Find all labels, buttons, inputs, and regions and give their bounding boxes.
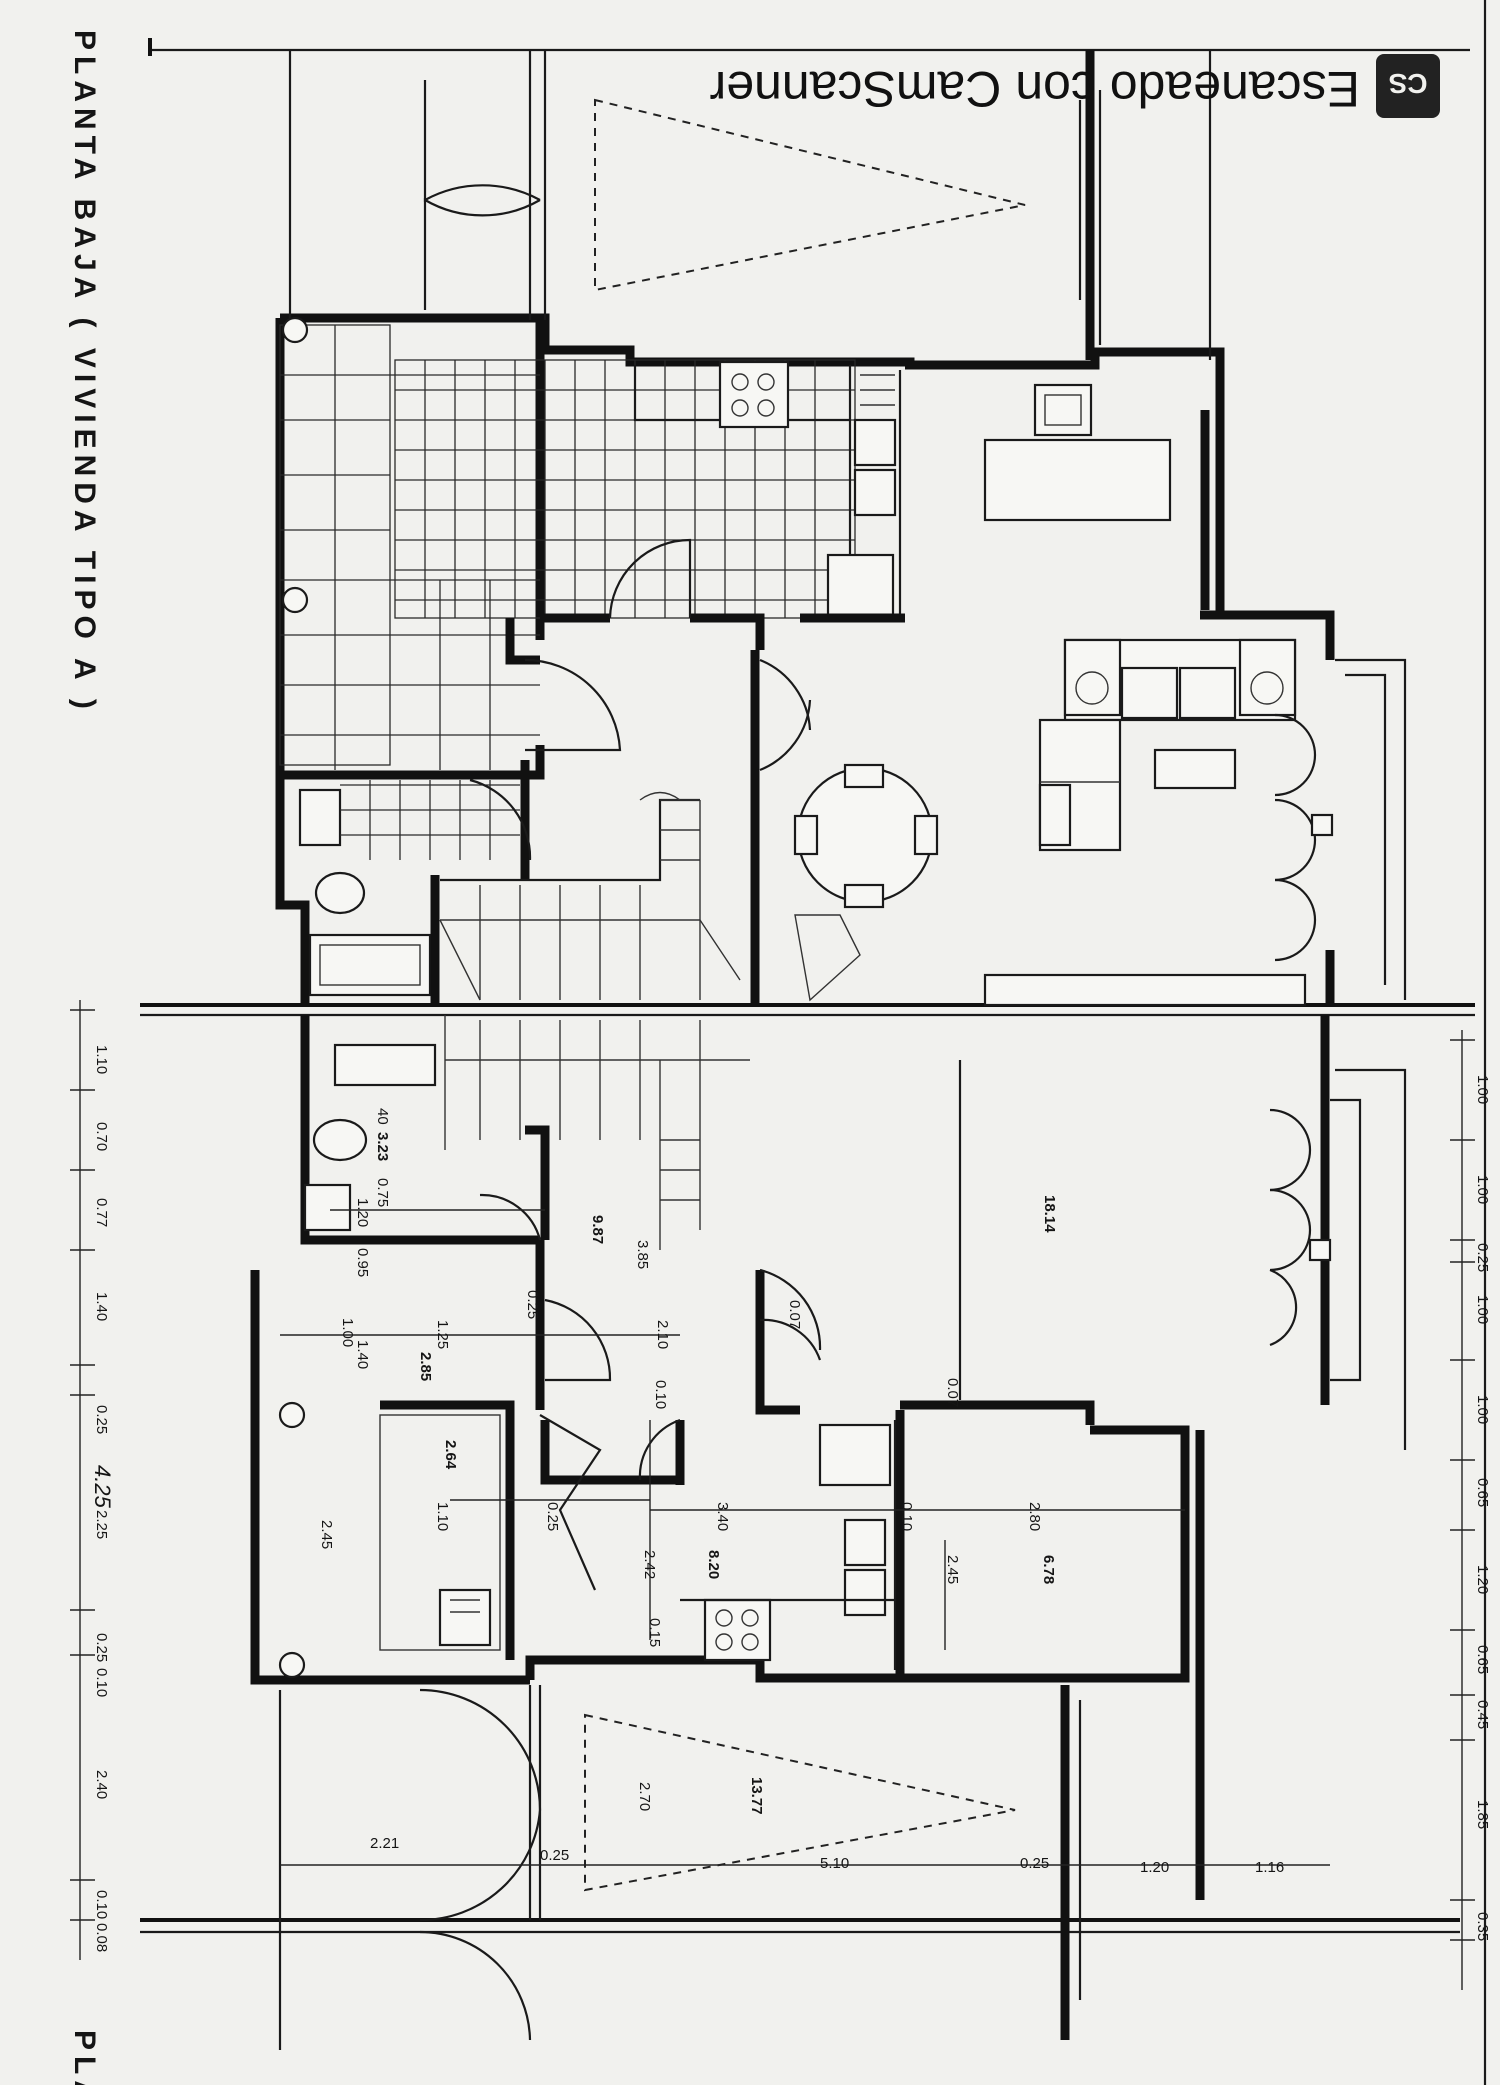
dim-left-4: 0.25	[93, 1405, 110, 1434]
unit-top	[275, 50, 1407, 1007]
camscanner-logo-icon	[1376, 54, 1440, 118]
dim-left-8: 2.40	[93, 1770, 110, 1799]
room-area-lavadero: 2.85	[417, 1352, 434, 1381]
dim-right-1: 1.00	[1474, 1175, 1491, 1204]
dim-right-7: 0.65	[1474, 1645, 1491, 1674]
dim-right-5: 0.65	[1474, 1478, 1491, 1507]
dim-left-6: 0.25	[93, 1633, 110, 1662]
dim-right-8: 0.45	[1474, 1700, 1491, 1729]
dim-right-10: 0.35	[1474, 1912, 1491, 1941]
dim-int-16: 2.80	[1026, 1502, 1043, 1531]
dim-left-5: 2.25	[93, 1510, 110, 1539]
room-area-despensa: 2.64	[442, 1440, 459, 1470]
room-area-jardin: 13.77	[748, 1777, 765, 1815]
dim-left-2: 0.77	[93, 1198, 110, 1227]
dim-int-7: 1.40	[354, 1340, 371, 1369]
dim-int-23: 0.25	[540, 1847, 569, 1864]
dim-right-2: 0.25	[1474, 1243, 1491, 1272]
dim-left-0: 1.10	[93, 1045, 110, 1074]
dim-int-25: 0.25	[1020, 1855, 1049, 1872]
room-area-estar: 18.14	[1041, 1195, 1058, 1233]
dim-right-0: 1.00	[1474, 1075, 1491, 1104]
dim-int-14: 3.40	[714, 1502, 731, 1531]
camscanner-logo-text: CS	[1389, 68, 1428, 99]
dim-int-9: 2.10	[654, 1320, 671, 1349]
dim-int-12: 1.10	[434, 1502, 451, 1531]
room-area-comedor: 6.78	[1040, 1555, 1057, 1584]
dim-left-1: 0.70	[93, 1122, 110, 1151]
dim-int-18: 2.42	[641, 1550, 658, 1579]
room-area-cocina: 8.20	[705, 1550, 722, 1579]
dim-int-24: 5.10	[820, 1855, 849, 1872]
dim-int-17: 2.45	[944, 1555, 961, 1584]
dim-right-3: 1.00	[1474, 1295, 1491, 1324]
dim-int-22: 2.21	[370, 1835, 399, 1852]
camscanner-text: Escaneado con CamScanner	[710, 61, 1360, 117]
dim-int-27: 1.16	[1255, 1859, 1284, 1876]
dim-int-6b: 1.25	[434, 1320, 451, 1349]
room-area-aseo: 3.23	[374, 1132, 391, 1161]
dim-int-1: 0.95	[354, 1248, 371, 1277]
plan-annotations: PLANTA BAJA ( VIVIENDA TIPO A ) PLA 4.25…	[68, 30, 1491, 2085]
plan-title: PLANTA BAJA ( VIVIENDA TIPO A )	[68, 30, 101, 715]
dim-int-20: 0.15	[646, 1618, 663, 1647]
dimension-lines	[70, 1000, 1475, 1990]
dim-left-3: 1.40	[93, 1292, 110, 1321]
unit-bottom	[250, 1015, 1407, 2050]
dim-int-3: 40	[374, 1108, 391, 1125]
dim-int-8: 0.25	[524, 1290, 541, 1319]
handwritten-note: 4.25	[90, 1465, 115, 1509]
dim-int-5: 1.00	[339, 1318, 356, 1347]
dim-int-10: 0.07	[786, 1300, 803, 1329]
dim-left-7: 0.10	[93, 1668, 110, 1697]
dim-left-10: 0.08	[93, 1923, 110, 1952]
camscanner-watermark: CS Escaneado con CamScanner	[710, 54, 1440, 118]
dim-right-4: 1.00	[1474, 1395, 1491, 1424]
dim-int-15: 0.10	[898, 1502, 915, 1531]
dim-right-9: 1.85	[1474, 1800, 1491, 1829]
dim-int-13: 0.25	[544, 1502, 561, 1531]
dim-int-4: 3.85	[634, 1240, 651, 1269]
dim-int-26: 1.20	[1140, 1859, 1169, 1876]
plan-title-cut: PLA	[68, 2030, 101, 2085]
dim-int-11: 0.10	[652, 1380, 669, 1409]
dim-int-21: 2.70	[636, 1782, 653, 1811]
dim-left-9: 0.10	[93, 1890, 110, 1919]
dim-int-19: 2.45	[318, 1520, 335, 1549]
dim-right-6: 1.20	[1474, 1565, 1491, 1594]
dim-int-28: 0.07	[944, 1378, 961, 1407]
dim-int-2: 0.75	[374, 1178, 391, 1207]
room-area-paso: 9.87	[589, 1215, 606, 1244]
dim-int-0: 1.20	[354, 1198, 371, 1227]
